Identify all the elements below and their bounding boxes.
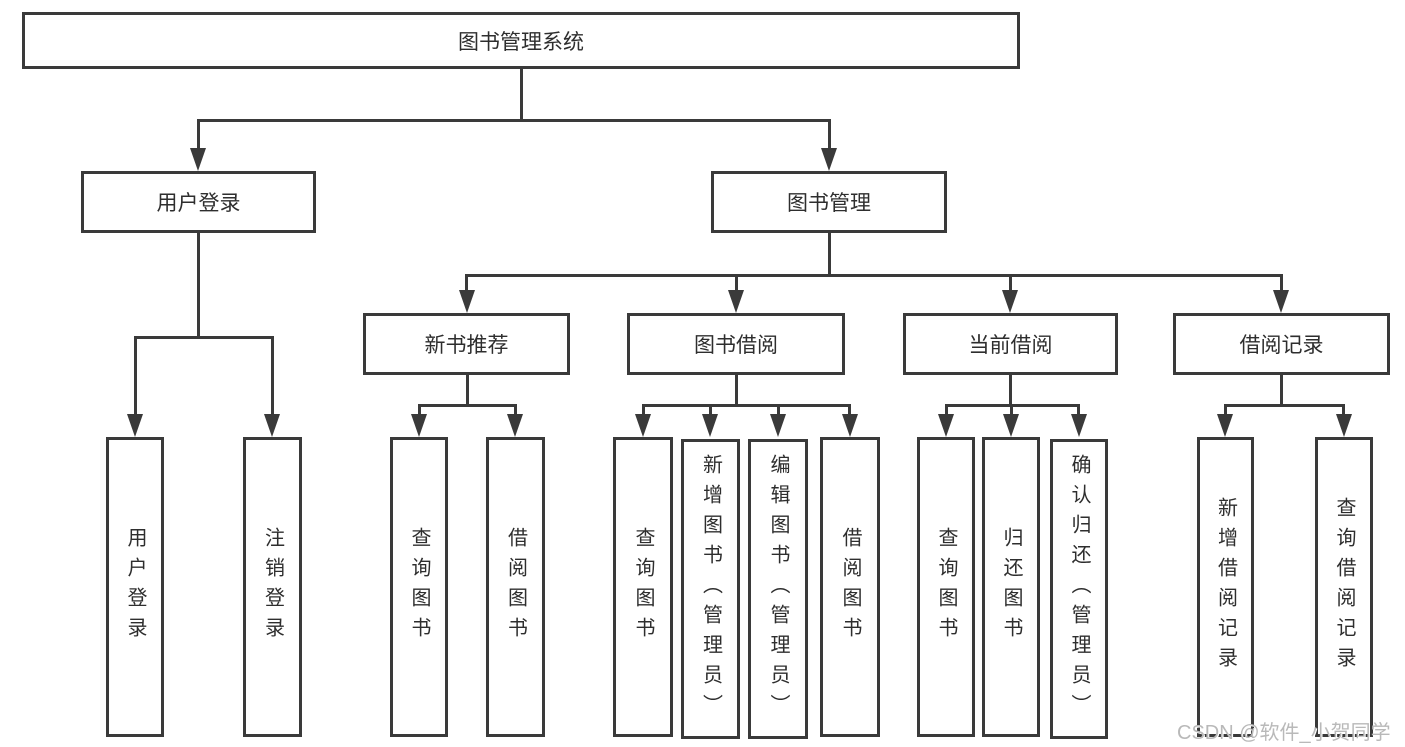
leaf-query-borrow-record: 查询借阅记录 [1315,437,1373,737]
leaf-user-login: 用户登录 [106,437,164,737]
arrowhead-down [1003,414,1019,437]
leaf-borrow-books: 借阅图书 [486,437,545,737]
arrowhead-down [728,290,744,313]
connector-hline [466,274,1283,277]
leaf-add-borrow-record: 新增借阅记录 [1197,437,1254,737]
leaf-query-books: 查询图书 [613,437,673,737]
connector-vline [514,404,517,416]
leaf-label: 查询借阅记录 [1333,497,1355,677]
leaf-label: 借阅图书 [839,527,861,647]
leaf-label: 新增图书（管理员） [699,454,722,724]
leaf-confirm-return-admin: 确认归还（管理员） [1050,439,1108,739]
arrowhead-down [411,414,427,437]
connector-vline [197,119,200,150]
leaf-edit-books-admin: 编辑图书（管理员） [748,439,808,739]
connector-hline [643,404,850,407]
node-borrowing-records: 借阅记录 [1173,313,1390,375]
leaf-label: 查询图书 [632,527,654,647]
connector-vline [1010,404,1013,416]
arrowhead-down [821,148,837,171]
connector-vline [945,404,948,416]
arrowhead-down [1217,414,1233,437]
leaf-label: 编辑图书（管理员） [767,454,789,724]
connector-vline [466,375,469,406]
arrowhead-down [938,414,954,437]
arrowhead-down [190,148,206,171]
arrowhead-down [702,414,718,437]
leaf-label: 确认归还（管理员） [1068,454,1090,724]
arrowhead-down [459,290,475,313]
node-book-management: 图书管理 [711,171,947,233]
connector-vline [1077,404,1080,416]
node-user-login: 用户登录 [81,171,316,233]
connector-vline [709,404,712,416]
arrowhead-down [507,414,523,437]
leaf-query-books: 查询图书 [390,437,448,737]
arrowhead-down [1336,414,1352,437]
arrowhead-down [842,414,858,437]
connector-vline [828,119,831,150]
leaf-label: 归还图书 [1000,527,1022,647]
connector-hline [419,404,516,407]
connector-vline [642,404,645,416]
node-new-book-recommendation: 新书推荐 [363,313,570,375]
node-book-borrowing: 图书借阅 [627,313,845,375]
connector-vline [197,233,200,338]
leaf-label: 查询图书 [935,527,957,647]
connector-vline [777,404,780,416]
connector-vline [1224,404,1227,416]
connector-vline [134,336,137,415]
leaf-add-books-admin: 新增图书（管理员） [681,439,740,739]
node-current-borrowing: 当前借阅 [903,313,1118,375]
leaf-borrow-books: 借阅图书 [820,437,880,737]
arrowhead-down [1071,414,1087,437]
connector-vline [465,274,468,292]
node-library-management-system: 图书管理系统 [22,12,1020,69]
connector-vline [1280,274,1283,292]
connector-vline [828,233,831,276]
connector-vline [1009,274,1012,292]
connector-vline [520,69,523,121]
connector-hline [197,119,830,122]
connector-vline [735,375,738,406]
connector-vline [418,404,421,416]
connector-vline [271,336,274,415]
connector-vline [1280,375,1283,406]
leaf-label: 查询图书 [408,527,430,647]
arrowhead-down [264,414,280,437]
leaf-label: 借阅图书 [504,527,527,647]
connector-vline [848,404,851,416]
watermark: CSDN @软件_小贺同学 [1177,722,1391,744]
leaf-label: 新增借阅记录 [1214,497,1237,677]
leaf-logout-login: 注销登录 [243,437,302,737]
connector-hline [134,336,274,339]
arrowhead-down [635,414,651,437]
leaf-query-books: 查询图书 [917,437,975,737]
arrowhead-down [770,414,786,437]
arrowhead-down [127,414,143,437]
connector-vline [1009,375,1012,406]
connector-vline [1342,404,1345,416]
leaf-return-books: 归还图书 [982,437,1040,737]
leaf-label: 用户登录 [124,527,146,647]
arrowhead-down [1273,290,1289,313]
arrowhead-down [1002,290,1018,313]
connector-vline [735,274,738,292]
leaf-label: 注销登录 [261,527,284,647]
connector-hline [1225,404,1344,407]
